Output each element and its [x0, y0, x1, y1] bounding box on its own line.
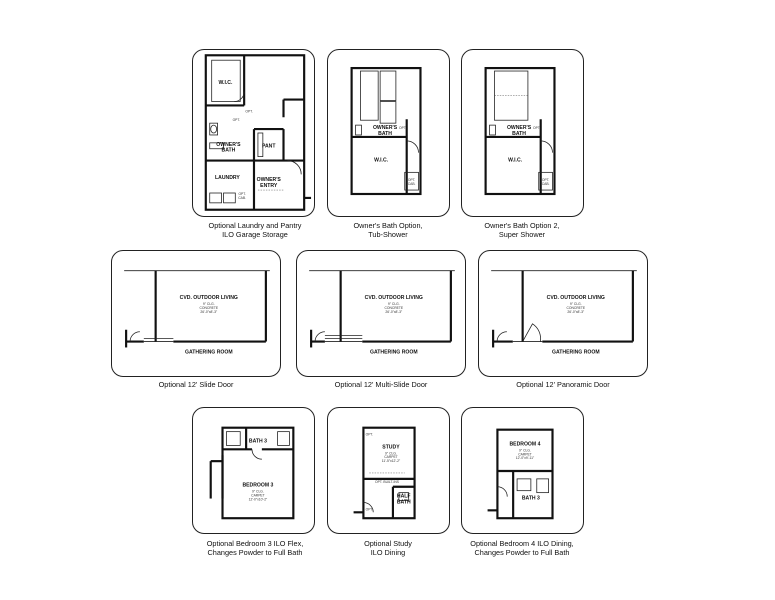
floor-plan-owners-bath-super-shower: OWNER'S BATH OPT. W.I.C. OPT. CAB.	[484, 66, 556, 196]
room-label-owners-bath: OWNER'S	[373, 125, 398, 131]
room-label-pantry: PANT	[262, 144, 276, 150]
opt-cab-label: CAB.	[238, 196, 246, 200]
room-label-cvd-outdoor-living: CVD. OUTDOOR LIVING	[180, 295, 238, 301]
option-card-bedroom-4[interactable]: BEDROOM 4 9'' CLG. CARPET 12'-0"x9'-11" …	[461, 407, 584, 534]
room-label-bedroom-4: BEDROOM 4	[509, 441, 540, 447]
room-sub-label: CARPET	[384, 455, 398, 459]
opt-label: OPT.	[245, 109, 252, 113]
room-label-owners-bath: BATH	[222, 148, 236, 154]
room-label-bath-3: BATH 3	[249, 438, 267, 444]
room-sub-label: 9'' CLG.	[385, 451, 397, 455]
floor-plan-multi-slide-door: CVD. OUTDOOR LIVING 9'' CLG. CONCRETE 26…	[309, 270, 455, 355]
room-label-gathering-room: GATHERING ROOM	[370, 349, 418, 355]
opt-cab-label: OPT.	[542, 178, 549, 182]
opt-cab-label: OPT.	[238, 192, 245, 196]
opt-cab-label: CAB.	[408, 182, 416, 186]
opt-label: OPT.	[233, 118, 240, 122]
room-sub-label: 12'-0"x9'-11"	[516, 456, 535, 460]
room-sub-label: 9'' CLG.	[519, 448, 531, 452]
opt-label: OPT.	[399, 126, 406, 130]
option-card-laundry-pantry[interactable]: W.I.C. OPT. OPT. OWNER'S BATH PANT LAUND…	[192, 49, 315, 217]
option-caption: Optional Bedroom 3 ILO Flex,Changes Powd…	[206, 539, 304, 557]
room-label-wic: W.I.C.	[219, 80, 233, 86]
room-sub-label: 26'-0"x8'-3"	[385, 310, 403, 314]
floor-plan-panoramic-door: CVD. OUTDOOR LIVING 9'' CLG. CONCRETE 26…	[491, 270, 637, 355]
room-sub-label: 9'' CLG.	[203, 302, 215, 306]
room-label-half-bath: BATH	[397, 499, 411, 505]
room-label-half-bath: HALF	[397, 494, 411, 500]
option-card-multi-slide-door[interactable]: CVD. OUTDOOR LIVING 9'' CLG. CONCRETE 26…	[296, 250, 466, 377]
option-card-owners-bath-super-shower[interactable]: OWNER'S BATH OPT. W.I.C. OPT. CAB.	[461, 49, 584, 217]
floor-plan-slide-door: CVD. OUTDOOR LIVING 9'' CLG. CONCRETE 26…	[124, 270, 270, 355]
option-caption: Optional 12' Multi-Slide Door	[334, 380, 428, 389]
opt-label: OPT.	[366, 507, 373, 511]
room-label-owners-bath: OWNER'S	[216, 142, 241, 148]
room-sub-label: CONCRETE	[566, 306, 585, 310]
opt-cab-label: OPT.	[408, 178, 415, 182]
option-caption: Owner's Bath Option 2,Super Shower	[484, 221, 560, 239]
room-label-owners-entry: ENTRY	[260, 183, 278, 189]
floor-plan-owners-bath-tub-shower: OWNER'S BATH OPT. W.I.C. OPT. CAB.	[350, 66, 422, 196]
opt-cab-label: CAB.	[542, 182, 550, 186]
floor-plan-study: OPT. STUDY 9'' CLG. CARPET 11'-5"x12'-2"…	[353, 426, 416, 520]
room-sub-label: 9'' CLG.	[388, 302, 400, 306]
option-card-study[interactable]: OPT. STUDY 9'' CLG. CARPET 11'-5"x12'-2"…	[327, 407, 450, 534]
room-sub-label: 26'-0"x8'-3"	[567, 310, 585, 314]
room-label-cvd-outdoor-living: CVD. OUTDOOR LIVING	[365, 295, 423, 301]
room-sub-label: CARPET	[251, 494, 264, 498]
floor-plan-bedroom-3: BATH 3 BEDROOM 3 9'' CLG. CARPET 12'-0"x…	[209, 426, 295, 520]
room-sub-label: 26'-0"x8'-3"	[200, 310, 218, 314]
room-label-owners-bath: OWNER'S	[507, 125, 532, 131]
room-label-owners-entry: OWNER'S	[257, 177, 282, 183]
room-sub-label: CONCRETE	[384, 306, 403, 310]
opt-label: OPT.	[366, 433, 373, 437]
room-label-bedroom-3: BEDROOM 3	[242, 483, 273, 489]
room-label-gathering-room: GATHERING ROOM	[185, 349, 233, 355]
floor-plan-laundry-pantry: W.I.C. OPT. OPT. OWNER'S BATH PANT LAUND…	[204, 54, 312, 211]
room-sub-label: 9'' CLG.	[252, 490, 264, 494]
option-caption: Optional 12' Slide Door	[158, 380, 234, 389]
option-caption: Optional 12' Panoramic Door	[516, 380, 610, 389]
room-label-owners-bath: BATH	[378, 131, 392, 137]
room-sub-label: CARPET	[518, 452, 532, 456]
opt-built-ins-label: OPT. BUILT-INS	[375, 480, 400, 484]
room-sub-label: 11'-5"x12'-2"	[382, 459, 401, 463]
option-card-slide-door[interactable]: CVD. OUTDOOR LIVING 9'' CLG. CONCRETE 26…	[111, 250, 281, 377]
floor-plan-bedroom-4: BEDROOM 4 9'' CLG. CARPET 12'-0"x9'-11" …	[487, 428, 554, 520]
option-card-owners-bath-tub-shower[interactable]: OWNER'S BATH OPT. W.I.C. OPT. CAB.	[327, 49, 450, 217]
room-label-wic: W.I.C.	[508, 158, 522, 164]
room-label-wic: W.I.C.	[374, 158, 388, 164]
option-caption: Optional Bedroom 4 ILO Dining,Changes Po…	[470, 539, 574, 557]
option-card-panoramic-door[interactable]: CVD. OUTDOOR LIVING 9'' CLG. CONCRETE 26…	[478, 250, 648, 377]
room-label-gathering-room: GATHERING ROOM	[552, 349, 600, 355]
opt-label: OPT.	[533, 126, 540, 130]
room-label-laundry: LAUNDRY	[215, 175, 240, 181]
room-sub-label: 12'-0"x10'-2"	[249, 498, 268, 502]
room-label-owners-bath: BATH	[512, 131, 526, 137]
room-label-cvd-outdoor-living: CVD. OUTDOOR LIVING	[547, 295, 605, 301]
option-card-bedroom-3[interactable]: BATH 3 BEDROOM 3 9'' CLG. CARPET 12'-0"x…	[192, 407, 315, 534]
option-caption: Owner's Bath Option,Tub-Shower	[353, 221, 423, 239]
room-sub-label: 9'' CLG.	[570, 302, 582, 306]
room-label-bath-3: BATH 3	[522, 496, 540, 502]
room-label-study: STUDY	[382, 444, 400, 450]
room-sub-label: CONCRETE	[199, 306, 218, 310]
